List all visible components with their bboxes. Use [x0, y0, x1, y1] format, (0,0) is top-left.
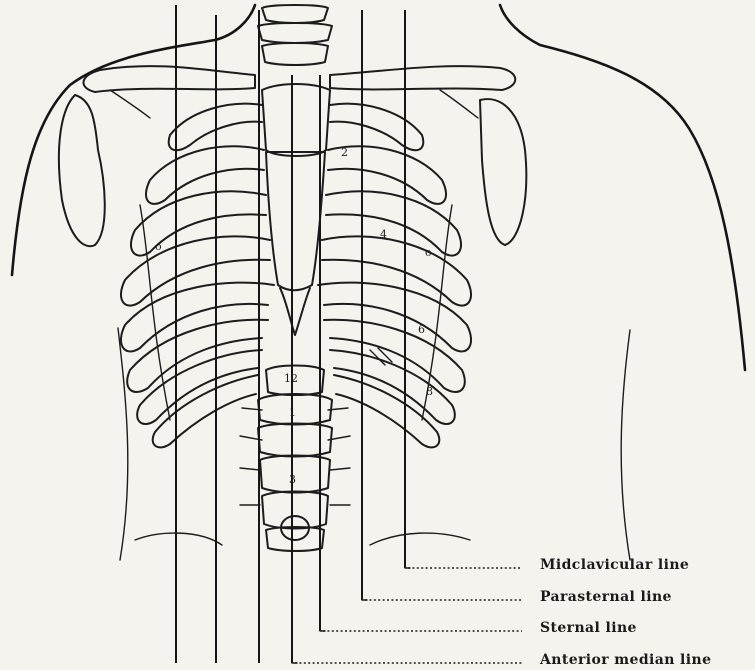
label-parasternal-line: Parasternal line [540, 589, 672, 605]
nipple-mark-right: o [425, 246, 432, 259]
left-ribs [121, 104, 274, 448]
rib-number-2: 2 [341, 146, 348, 159]
label-leaders [292, 568, 522, 663]
nipple-mark-left: o [155, 240, 162, 253]
label-anterior-median-line: Anterior median line [540, 652, 711, 668]
label-sternal-line: Sternal line [540, 620, 637, 636]
label-midclavicular-line: Midclavicular line [540, 557, 689, 573]
rib-number-6: 6 [418, 323, 425, 336]
vertebra-number-12: 12 [284, 372, 298, 385]
spine [240, 5, 350, 551]
guide-lines [176, 5, 405, 663]
vertebra-number-3: 3 [289, 473, 296, 486]
rib-number-8: 8 [426, 385, 433, 398]
body-outline [12, 5, 745, 560]
rib-number-4: 4 [380, 228, 387, 241]
vertebra-number-1: 1 [289, 406, 296, 419]
